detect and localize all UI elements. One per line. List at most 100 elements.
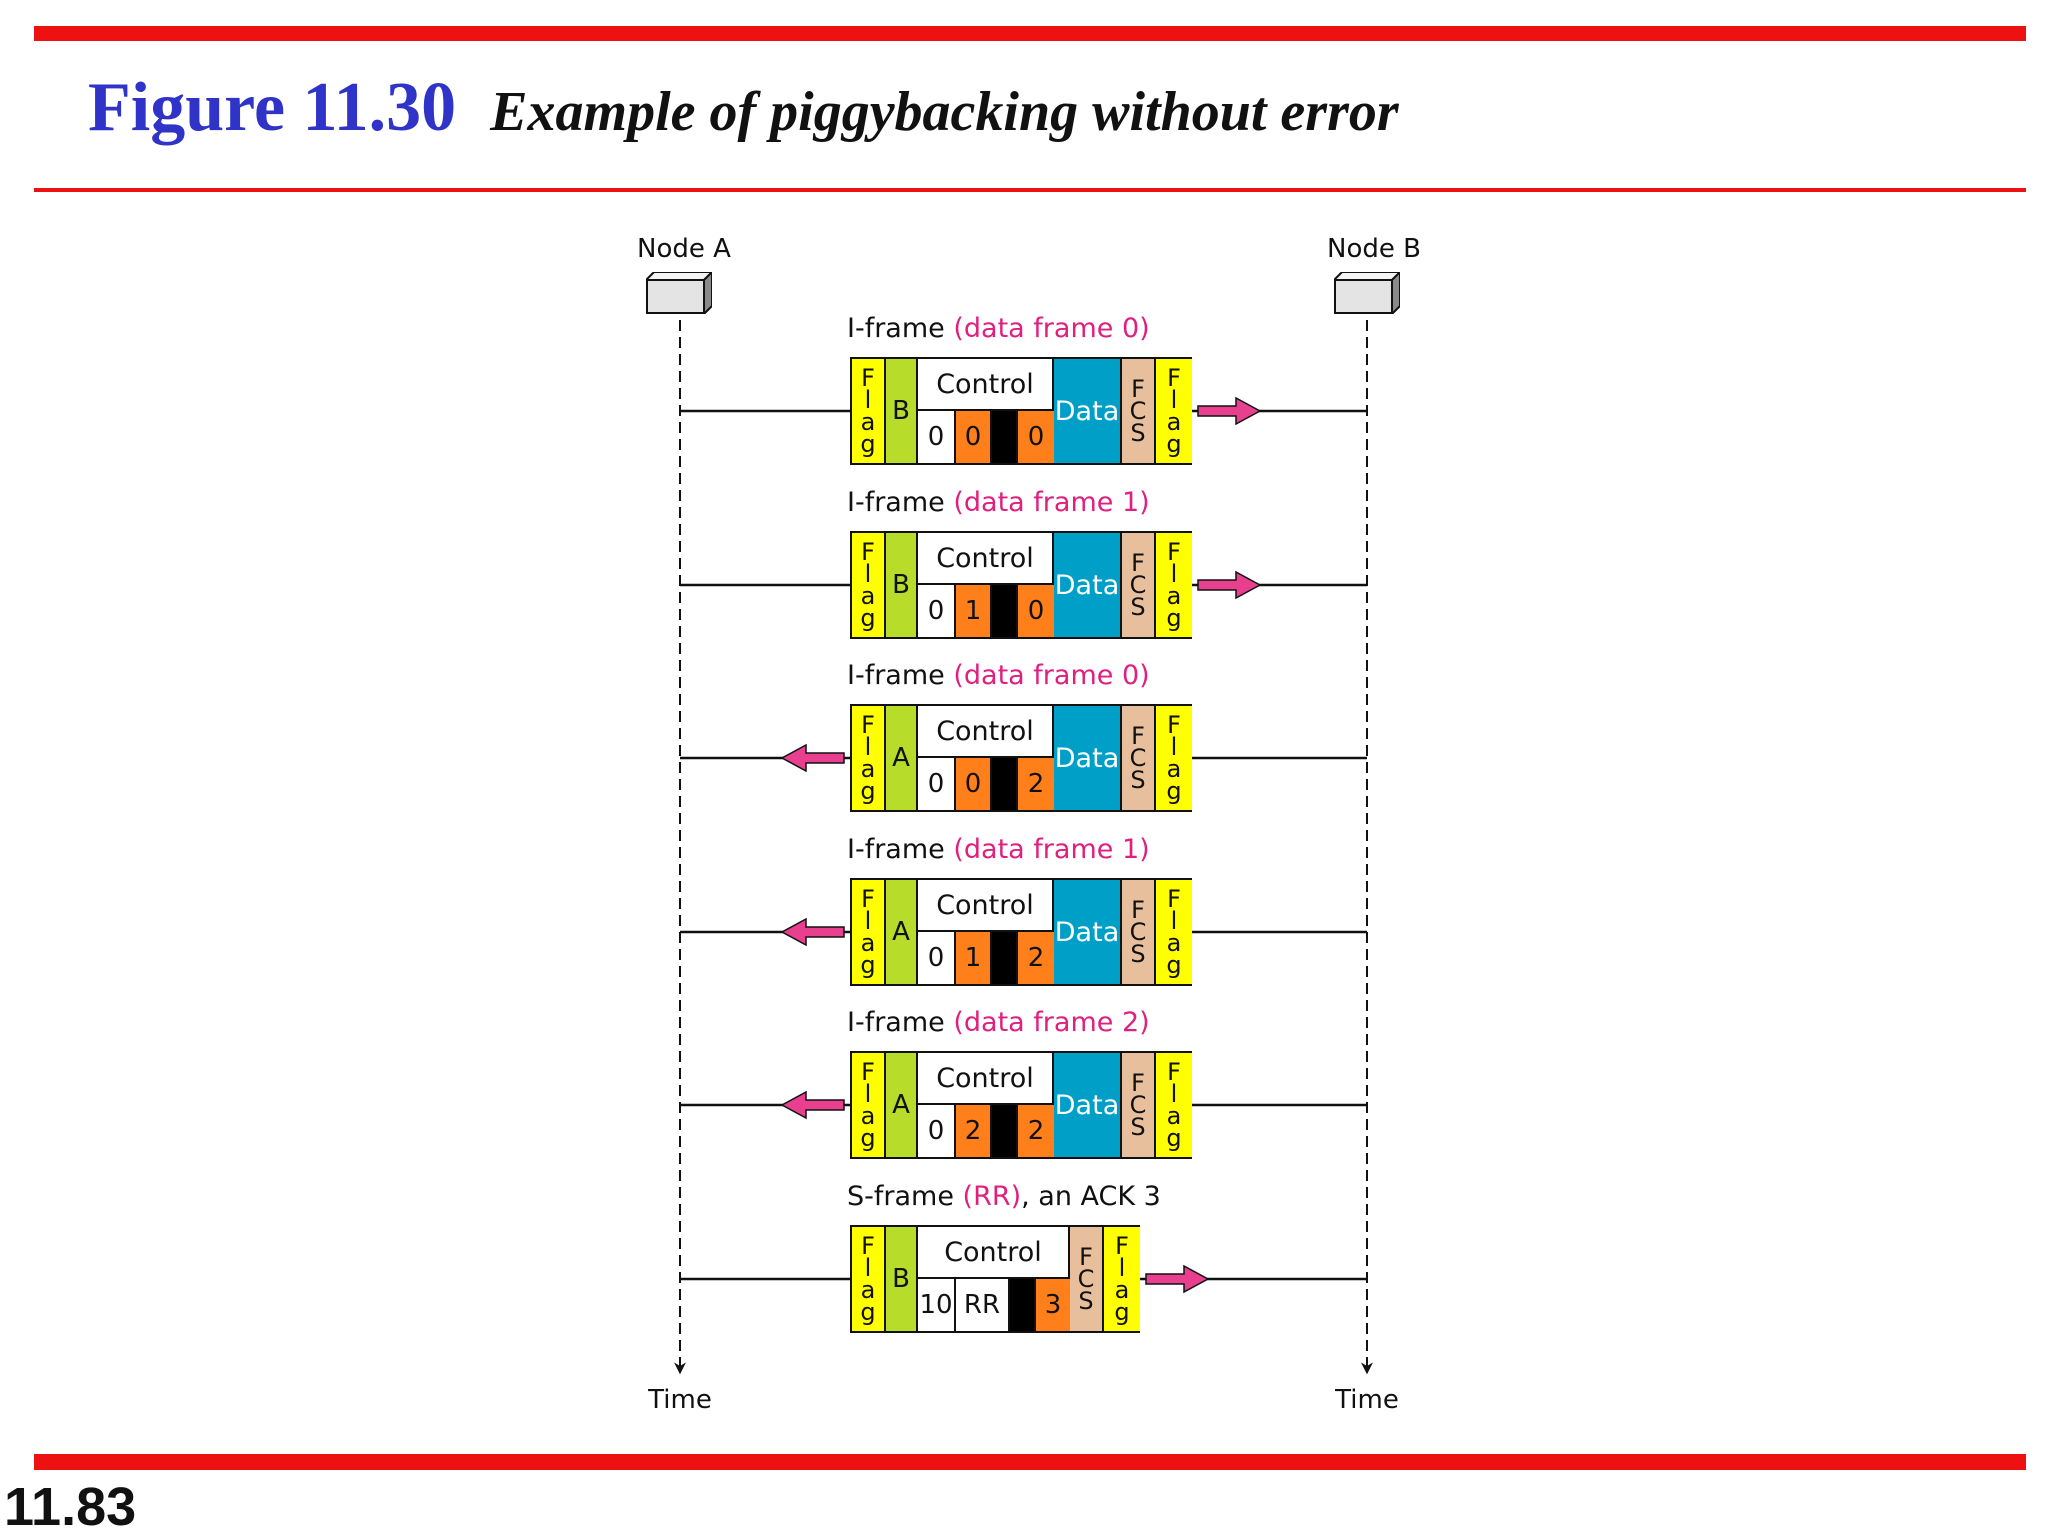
node-b-icon xyxy=(1334,272,1400,314)
address-field: B xyxy=(886,533,918,637)
poll-final-bit xyxy=(992,1105,1018,1157)
title-rule xyxy=(34,188,2026,192)
ack-number-field: 3 xyxy=(1036,1279,1070,1331)
receive-sequence-field: 2 xyxy=(1018,1105,1054,1157)
data-field: Data xyxy=(1054,533,1122,637)
send-sequence-field: 1 xyxy=(956,585,992,637)
receive-sequence-field: 0 xyxy=(1018,411,1054,463)
slide-number: 11.83 xyxy=(4,1477,137,1537)
control-code-field: RR xyxy=(956,1279,1010,1331)
address-field: A xyxy=(886,706,918,810)
top-rule xyxy=(34,26,2026,41)
arrow-left-icon xyxy=(780,743,845,773)
data-field: Data xyxy=(1054,1053,1122,1157)
control-label: Control xyxy=(918,359,1052,411)
frame-suffix: , an ACK 3 xyxy=(1021,1181,1161,1212)
address-field: B xyxy=(886,1227,918,1331)
frame-desc: (data frame 2) xyxy=(953,1007,1150,1038)
arrow-right-icon xyxy=(1197,396,1262,426)
node-a-label: Node A xyxy=(637,234,731,264)
frame-desc: (data frame 1) xyxy=(953,487,1150,518)
poll-final-bit xyxy=(992,758,1018,810)
frame-type: I-frame xyxy=(847,1007,954,1038)
frame-label: S-frame (RR), an ACK 3 xyxy=(847,1181,1161,1212)
frame-desc: (data frame 0) xyxy=(953,660,1150,691)
frame-label: I-frame (data frame 2) xyxy=(847,1007,1150,1038)
send-sequence-field: 2 xyxy=(956,1105,992,1157)
frame-type: I-frame xyxy=(847,834,954,865)
control-label: Control xyxy=(918,706,1052,758)
arrow-right-icon xyxy=(1145,1264,1210,1294)
frame-label: I-frame (data frame 1) xyxy=(847,487,1150,518)
poll-final-bit xyxy=(992,932,1018,984)
control-type-bits: 10 xyxy=(918,1279,956,1331)
arrow-left-icon xyxy=(780,1090,845,1120)
node-b-label: Node B xyxy=(1327,234,1421,264)
poll-final-bit xyxy=(1010,1279,1036,1331)
address-field: A xyxy=(886,880,918,984)
control-type-bits: 0 xyxy=(918,758,956,810)
poll-final-bit xyxy=(992,585,1018,637)
control-label: Control xyxy=(918,1227,1068,1279)
control-type-bits: 0 xyxy=(918,932,956,984)
frame-label: I-frame (data frame 1) xyxy=(847,834,1150,865)
arrow-right-icon xyxy=(1197,570,1262,600)
frame-type: I-frame xyxy=(847,313,954,344)
send-sequence-field: 0 xyxy=(956,758,992,810)
data-field: Data xyxy=(1054,706,1122,810)
receive-sequence-field: 2 xyxy=(1018,932,1054,984)
arrow-left-icon xyxy=(780,917,845,947)
control-label: Control xyxy=(918,533,1052,585)
control-label: Control xyxy=(918,1053,1052,1105)
receive-sequence-field: 2 xyxy=(1018,758,1054,810)
figure-number: Figure 11.30 xyxy=(88,69,457,146)
control-type-bits: 0 xyxy=(918,585,956,637)
frame-desc: (data frame 0) xyxy=(953,313,1150,344)
send-sequence-field: 1 xyxy=(956,932,992,984)
data-field: Data xyxy=(1054,880,1122,984)
frame-type: S-frame xyxy=(847,1181,963,1212)
